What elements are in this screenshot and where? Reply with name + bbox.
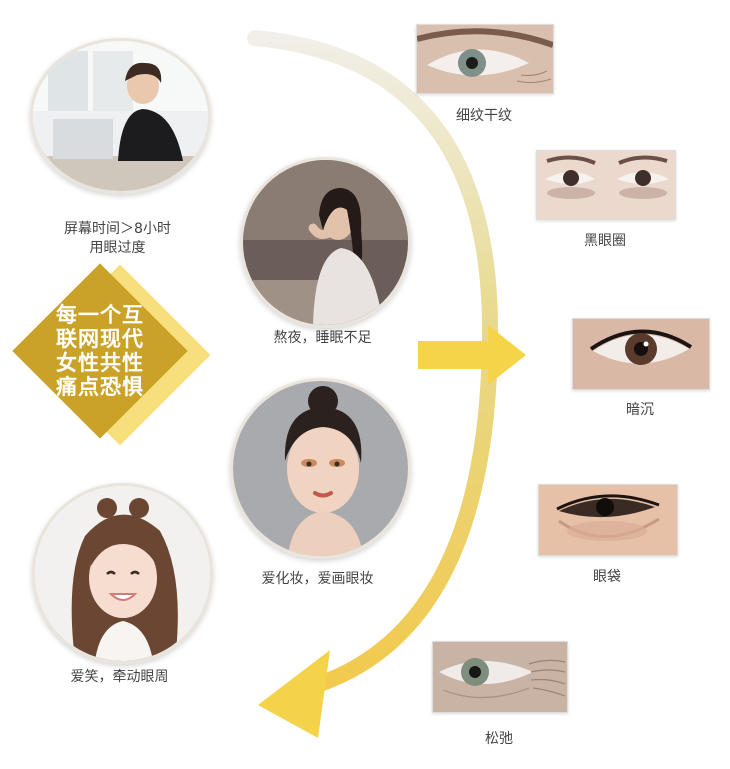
dull-eye-photo xyxy=(572,318,710,390)
makeup-woman-photo xyxy=(230,378,411,559)
center-text: 每一个互 联网现代 女性共性 痛点恐惧 xyxy=(56,303,144,399)
cause-label-screen-time: 屏幕时间＞8小时 用眼过度 xyxy=(64,221,171,256)
eye-bags-photo xyxy=(538,484,678,556)
dark-circles-eye-photo xyxy=(536,150,676,220)
right-arrow-icon xyxy=(418,325,526,385)
sagging-eye-photo xyxy=(432,641,568,713)
problem-label-sagging: 松弛 xyxy=(485,731,513,747)
cause-label-smile: 爱笑，牵动眼周 xyxy=(70,669,169,685)
problem-label-dullness: 暗沉 xyxy=(626,402,654,418)
problem-label-eye-bags: 眼袋 xyxy=(593,569,621,585)
cause-label-makeup: 爱化妆，爱画眼妆 xyxy=(261,571,374,587)
problem-label-fine-lines: 细纹干纹 xyxy=(456,108,512,124)
tired-woman-photo xyxy=(240,157,411,328)
woman-at-laptop-photo xyxy=(30,38,211,194)
fine-lines-eye-photo xyxy=(416,24,554,94)
smiling-woman-photo xyxy=(32,483,213,664)
problem-label-dark-circles: 黑眼圈 xyxy=(584,233,626,249)
center-diamond: 每一个互 联网现代 女性共性 痛点恐惧 xyxy=(0,263,240,465)
cause-label-stay-up-late: 熬夜，睡眠不足 xyxy=(273,330,372,346)
